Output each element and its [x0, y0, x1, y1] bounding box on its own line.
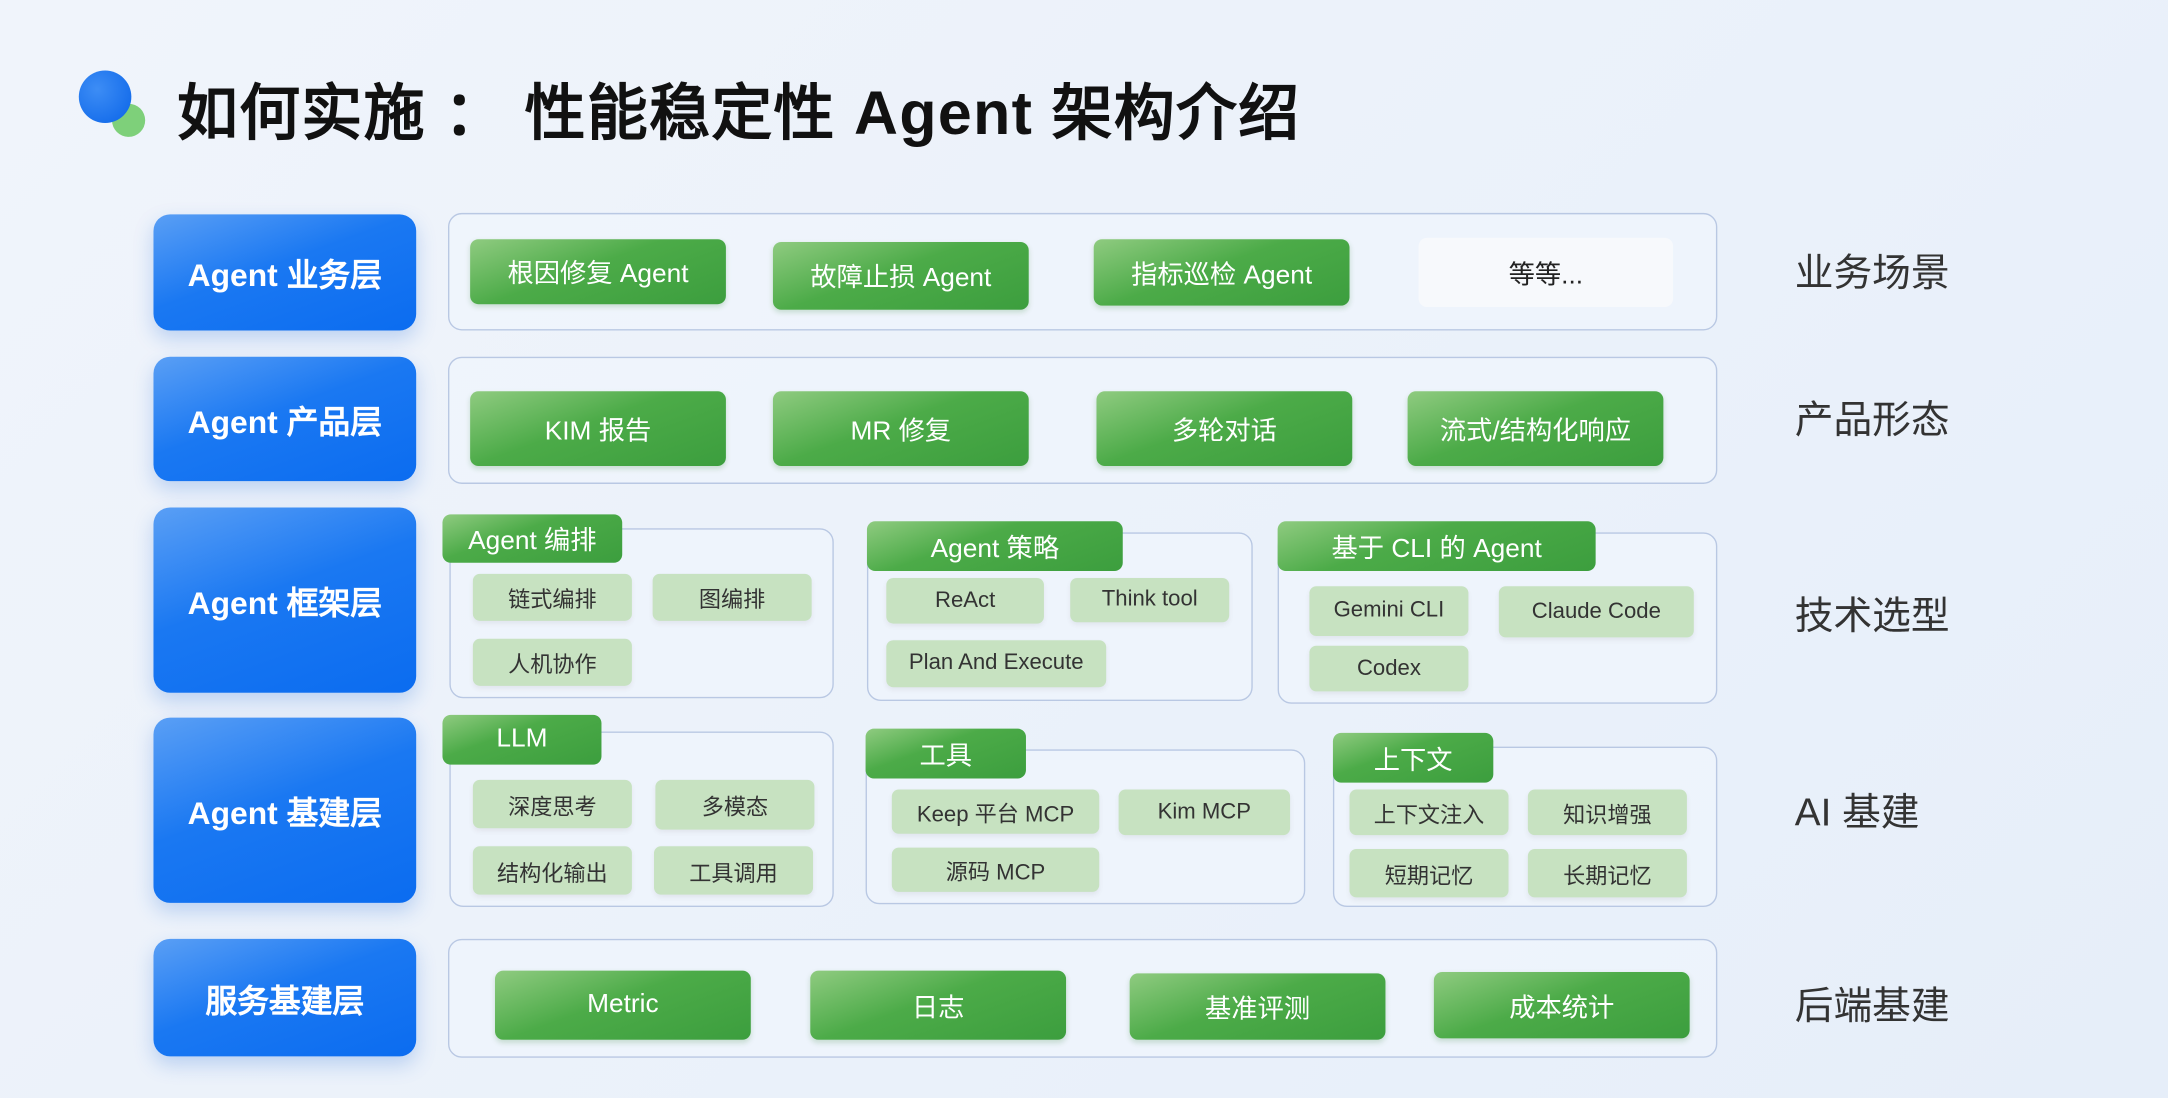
layer-category: AI 基建: [1794, 790, 1920, 834]
group-item: 工具调用: [654, 846, 814, 895]
component-pill: 成本统计: [1433, 972, 1690, 1039]
component-pill: 等等...: [1418, 237, 1674, 307]
component-pill: 指标巡检 Agent: [1093, 239, 1350, 306]
group-item: 深度思考: [472, 779, 632, 829]
group-item: Think tool: [1070, 577, 1230, 623]
group-item: 结构化输出: [472, 846, 632, 895]
component-pill: Metric: [495, 970, 751, 1040]
component-pill: 多轮对话: [1096, 391, 1353, 466]
blue-dot-icon: [78, 70, 132, 124]
component-pill: 基准评测: [1129, 973, 1386, 1040]
group-item: 知识增强: [1527, 789, 1687, 836]
group-item: 源码 MCP: [891, 847, 1100, 892]
page-title: 如何实施 ： 性能稳定性 Agent 架构介绍: [176, 80, 1301, 148]
component-pill: KIM 报告: [470, 391, 726, 466]
layer-label: Agent 产品层: [153, 356, 417, 482]
layer-label: Agent 业务层: [153, 214, 417, 331]
layer-category: 技术选型: [1794, 594, 1950, 638]
group-header: LLM: [442, 714, 602, 765]
group-header: Agent 策略: [866, 521, 1123, 572]
group-item: Claude Code: [1498, 586, 1694, 638]
group-item: Keep 平台 MCP: [891, 789, 1100, 834]
component-pill: MR 修复: [772, 391, 1029, 466]
group-item: 链式编排: [472, 573, 632, 621]
group-item: 短期记忆: [1349, 848, 1509, 898]
group-header: 上下文: [1332, 732, 1494, 783]
layer-label: Agent 框架层: [153, 507, 417, 693]
group-header: 基于 CLI 的 Agent: [1277, 521, 1596, 572]
component-pill: 故障止损 Agent: [772, 241, 1029, 310]
component-pill: 流式/结构化响应: [1407, 391, 1664, 466]
layer-label: 服务基建层: [153, 938, 417, 1057]
group-header: Agent 编排: [442, 514, 623, 563]
group-item: 上下文注入: [1349, 789, 1509, 836]
group-item: Kim MCP: [1118, 789, 1291, 836]
group-item: Gemini CLI: [1309, 586, 1469, 637]
layer-category: 产品形态: [1794, 398, 1950, 442]
layer-label: Agent 基建层: [153, 717, 417, 903]
group-item: 人机协作: [472, 638, 632, 686]
group-item: 多模态: [655, 779, 815, 830]
layer-category: 业务场景: [1794, 251, 1950, 295]
group-item: 长期记忆: [1527, 848, 1687, 898]
component-pill: 日志: [810, 970, 1067, 1040]
group-item: Codex: [1309, 645, 1469, 692]
group-item: ReAct: [886, 577, 1044, 624]
group-header: 工具: [865, 728, 1026, 779]
component-pill: 根因修复 Agent: [470, 239, 726, 305]
group-item: Plan And Execute: [886, 640, 1107, 688]
layer-category: 后端基建: [1794, 984, 1950, 1028]
group-item: 图编排: [652, 573, 812, 621]
